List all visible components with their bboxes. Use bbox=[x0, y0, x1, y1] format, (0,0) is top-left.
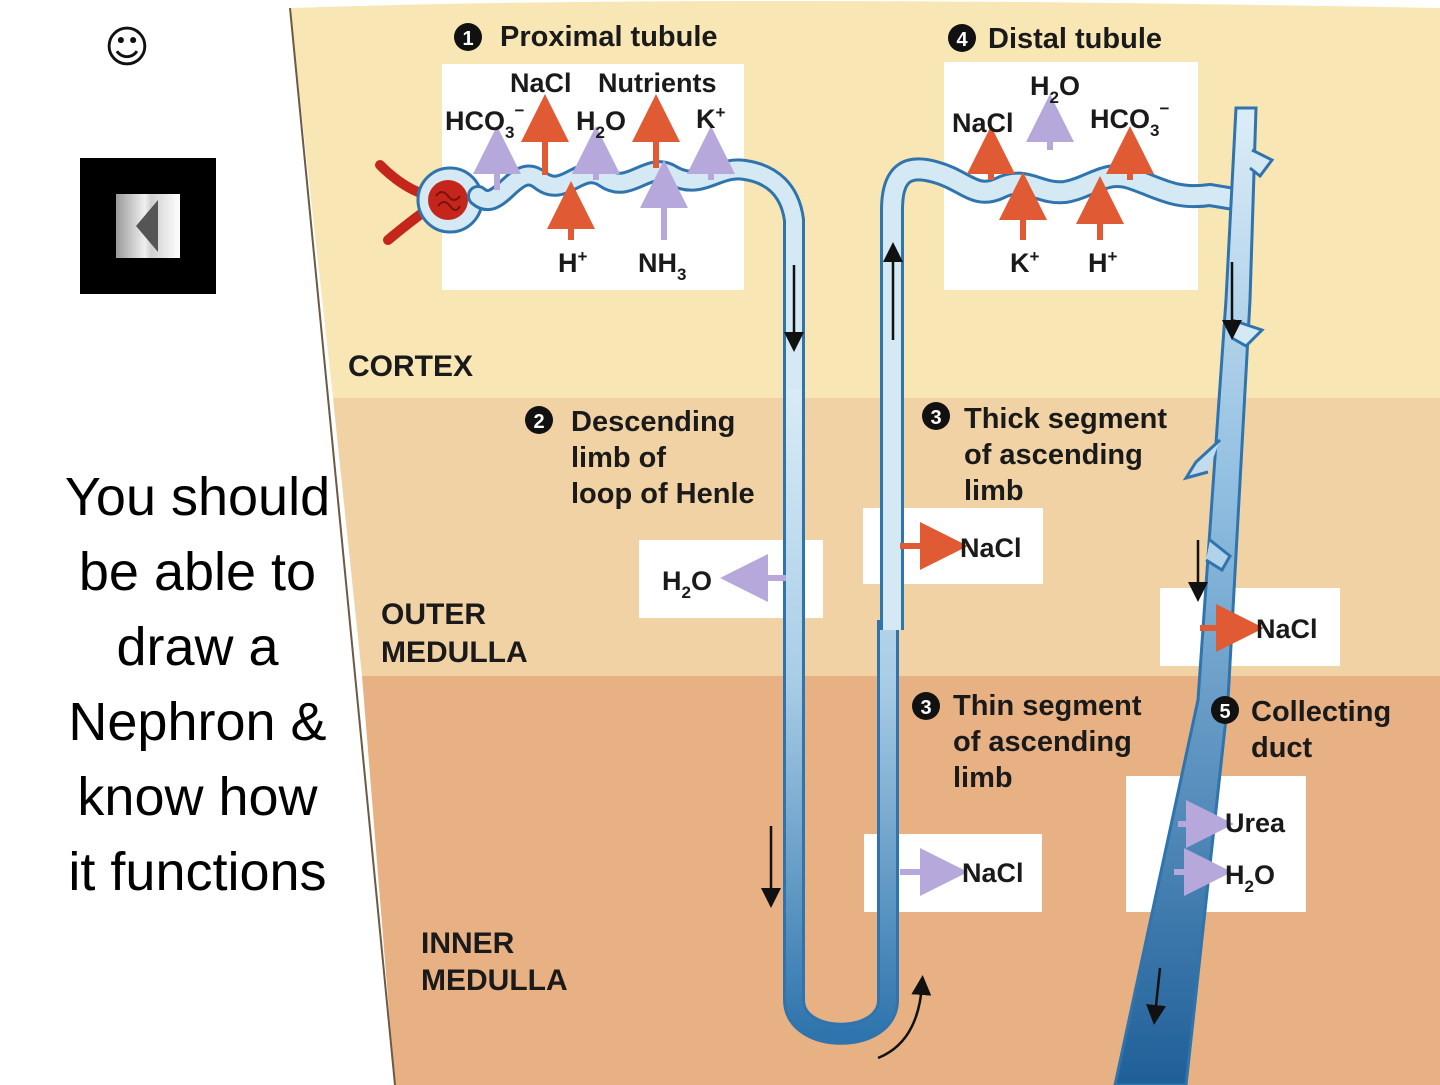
flow-arrows bbox=[761, 242, 1242, 1060]
zone-label-outer: OUTER bbox=[381, 598, 486, 631]
number-badge bbox=[912, 692, 940, 720]
segment-label-distal: Distal tubule bbox=[988, 23, 1162, 55]
number-badge-label: 3 bbox=[930, 407, 941, 429]
duct-branch bbox=[1249, 148, 1275, 179]
number-badge bbox=[1211, 696, 1239, 724]
kidney-outline bbox=[289, 7, 396, 1085]
solute-hco3: HCO3− bbox=[445, 101, 524, 142]
solute-nacl: NaCl bbox=[1256, 614, 1318, 644]
solute-nh3: NH3 bbox=[638, 248, 686, 284]
segment-label-thick: Thick segment bbox=[964, 403, 1167, 435]
number-badge-label: 4 bbox=[956, 29, 968, 51]
solute-nacl: NaCl bbox=[952, 108, 1014, 138]
number-badge-label: 5 bbox=[1219, 701, 1230, 723]
smiley-face-icon: ☺ bbox=[104, 22, 150, 73]
segment-label-descending: Descending bbox=[571, 406, 735, 438]
solute-h2o: H2O bbox=[1225, 860, 1275, 896]
previous-slide-icon[interactable] bbox=[80, 158, 216, 294]
solute-h2o: H2O bbox=[576, 106, 626, 142]
caption-line: it functions bbox=[68, 842, 327, 902]
solute-nacl: NaCl bbox=[960, 533, 1022, 563]
caption-line: know how bbox=[77, 767, 318, 827]
previous-slide-glyph bbox=[116, 194, 180, 258]
segment-label-thin: of ascending bbox=[953, 726, 1132, 758]
glomerulus bbox=[375, 160, 484, 245]
segment-label-collecting: Collecting bbox=[1251, 696, 1391, 728]
number-badge-label: 2 bbox=[533, 411, 544, 433]
segment-label-collecting: duct bbox=[1251, 732, 1313, 764]
number-badge bbox=[525, 406, 553, 434]
glomerular-tuft bbox=[428, 180, 468, 220]
solute-hco3: HCO3− bbox=[1090, 99, 1169, 140]
solute-nutrients: Nutrients bbox=[598, 68, 717, 98]
number-badge-label: 3 bbox=[920, 697, 931, 719]
solute-nacl: NaCl bbox=[510, 68, 572, 98]
solute-h: H+ bbox=[1088, 247, 1118, 278]
number-badge bbox=[948, 24, 976, 52]
number-badge-label: 1 bbox=[462, 28, 473, 50]
zone-label-inner: INNER bbox=[421, 927, 515, 960]
transport-arrows bbox=[473, 94, 1264, 896]
segment-label-proximal: Proximal tubule bbox=[500, 21, 718, 53]
segment-label-thin: Thin segment bbox=[953, 690, 1142, 722]
caption-line: draw a bbox=[116, 617, 279, 677]
zone-labels: CORTEX OUTER MEDULLA INNER MEDULLA bbox=[348, 350, 568, 997]
solute-k: K+ bbox=[1010, 247, 1040, 278]
duct-branch bbox=[1205, 538, 1232, 573]
segment-label-descending: limb of bbox=[571, 442, 666, 474]
zone-label-cortex: CORTEX bbox=[348, 350, 473, 383]
flow-arrow-duct bbox=[1146, 967, 1167, 1025]
solute-h2o: H2O bbox=[662, 566, 712, 602]
caption-line: You should bbox=[64, 467, 331, 527]
flow-arrow-curve bbox=[877, 975, 932, 1060]
solute-labels: HCO3− NaCl Nutrients H2O K+ H+ NH3 NaCl … bbox=[445, 68, 1318, 896]
segment-label-thin: limb bbox=[953, 762, 1013, 794]
number-badge bbox=[922, 402, 950, 430]
zone-label-inner: MEDULLA bbox=[421, 964, 568, 997]
slide-caption: You should be able to draw a Nephron & k… bbox=[20, 460, 375, 910]
zone-label-outer: MEDULLA bbox=[381, 636, 528, 669]
solute-nacl: NaCl bbox=[962, 858, 1024, 888]
nephron-tubule bbox=[467, 106, 1275, 1085]
duct-branch bbox=[1182, 438, 1222, 481]
segment-labels: 1 Proximal tubule 4 Distal tubule 2 Desc… bbox=[454, 21, 1391, 794]
segment-label-thick: limb bbox=[964, 475, 1024, 507]
segment-label-thick: of ascending bbox=[964, 439, 1143, 471]
solute-urea: Urea bbox=[1225, 808, 1286, 838]
solute-h: H+ bbox=[558, 247, 588, 278]
number-badge bbox=[454, 23, 482, 51]
caption-line: be able to bbox=[78, 542, 317, 602]
segment-label-descending: loop of Henle bbox=[571, 478, 755, 510]
caption-line: Nephron & bbox=[68, 692, 327, 752]
solute-k: K+ bbox=[696, 103, 726, 134]
solute-h2o: H2O bbox=[1030, 71, 1080, 107]
